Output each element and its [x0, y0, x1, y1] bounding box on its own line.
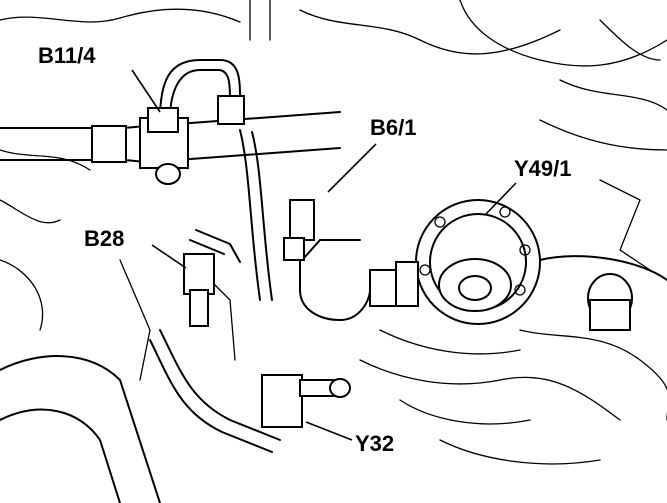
- leader-lines: [131, 69, 517, 441]
- y49-1-adjuster: [369, 199, 541, 325]
- b6-1-sensor: [239, 129, 371, 321]
- y32-valve: [149, 329, 351, 453]
- callout-b6-1: B6/1: [368, 115, 419, 140]
- callout-y49-1: Y49/1: [512, 156, 574, 181]
- b11-4-sensor: [147, 59, 245, 133]
- callout-b28: B28: [82, 226, 127, 251]
- b28-sensor: [183, 229, 241, 327]
- engine-background: [0, 0, 667, 465]
- callout-y32: Y32: [353, 431, 397, 456]
- callout-b11-4: B11/4: [36, 43, 98, 68]
- oil-filler-cap: [539, 255, 667, 331]
- lower-left-hose: [0, 355, 161, 503]
